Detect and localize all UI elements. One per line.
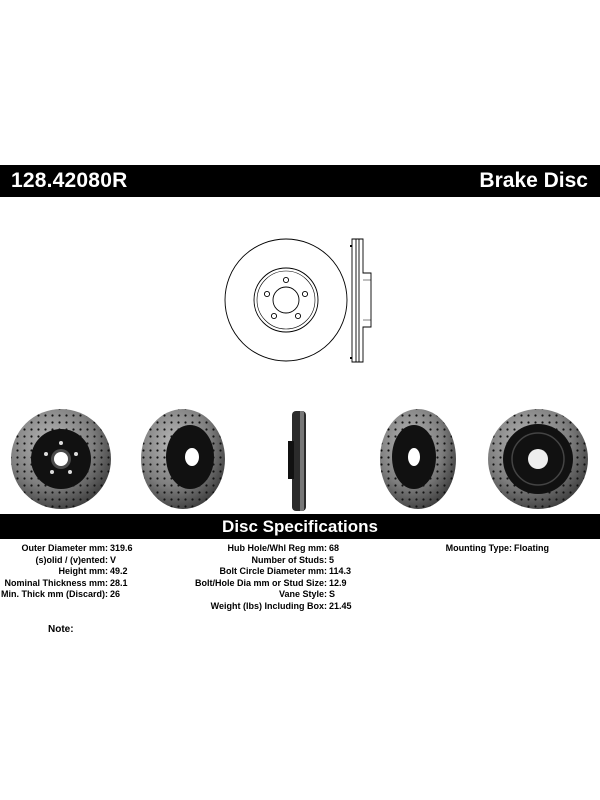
disc-photo-angled-right (380, 409, 456, 509)
spec-label: Outer Diameter mm: (21, 543, 108, 553)
spec-value: 12.9 (329, 577, 347, 588)
spec-header-bar: Disc Specifications (0, 514, 600, 539)
spec-label: Bolt/Hole Dia mm or Stud Size: (194, 577, 327, 588)
spec-value: Floating (514, 543, 549, 553)
disc-technical-drawing (224, 238, 372, 363)
disc-photo-edge (288, 411, 306, 511)
spec-value: 5 (329, 554, 335, 565)
spec-value: 26 (110, 589, 121, 599)
spec-column-1: Outer Diameter mm: (s)olid / (v)ented: H… (0, 543, 108, 601)
spec-value: 114.3 (329, 566, 352, 576)
part-number: 128.42080R (11, 169, 128, 192)
spec-column-2: Hub Hole/Whl Reg mm: Number of Studs: Bo… (150, 543, 327, 612)
disc-photo-front-left (11, 409, 111, 509)
spec-value: 319.6 (110, 543, 133, 553)
spec-label: Nominal Thickness mm: (4, 577, 108, 588)
title-bar: 128.42080R Brake Disc (0, 165, 600, 197)
disc-photo-back (488, 409, 588, 509)
spec-value: 28.1 (110, 577, 128, 588)
spec-label: Hub Hole/Whl Reg mm: (227, 543, 328, 553)
spec-value: 49.2 (110, 566, 128, 576)
product-type: Brake Disc (479, 169, 588, 192)
spec-label: Min. Thick mm (Discard): (0, 589, 108, 599)
spec-value: V (110, 554, 117, 565)
spec-label: Mounting Type: (445, 543, 512, 553)
spec-header: Disc Specifications (222, 517, 378, 536)
spec-label: Vane Style: (278, 589, 327, 599)
spec-label: Weight (lbs) Including Box: (210, 600, 327, 611)
disc-photo-angled-left (141, 409, 225, 509)
spec-value: 68 (329, 543, 340, 553)
spec-label: (s)olid / (v)ented: (35, 554, 109, 565)
spec-value: S (329, 589, 336, 599)
spec-column-3: Mounting Type: (400, 543, 512, 555)
spec-label: Number of Studs: (251, 554, 328, 565)
note-label: Note: (48, 624, 74, 635)
spec-value: 21.45 (329, 600, 352, 611)
spec-label: Height mm: (58, 566, 109, 576)
disc-photo-views (11, 409, 588, 511)
spec-label: Bolt Circle Diameter mm: (219, 566, 327, 576)
